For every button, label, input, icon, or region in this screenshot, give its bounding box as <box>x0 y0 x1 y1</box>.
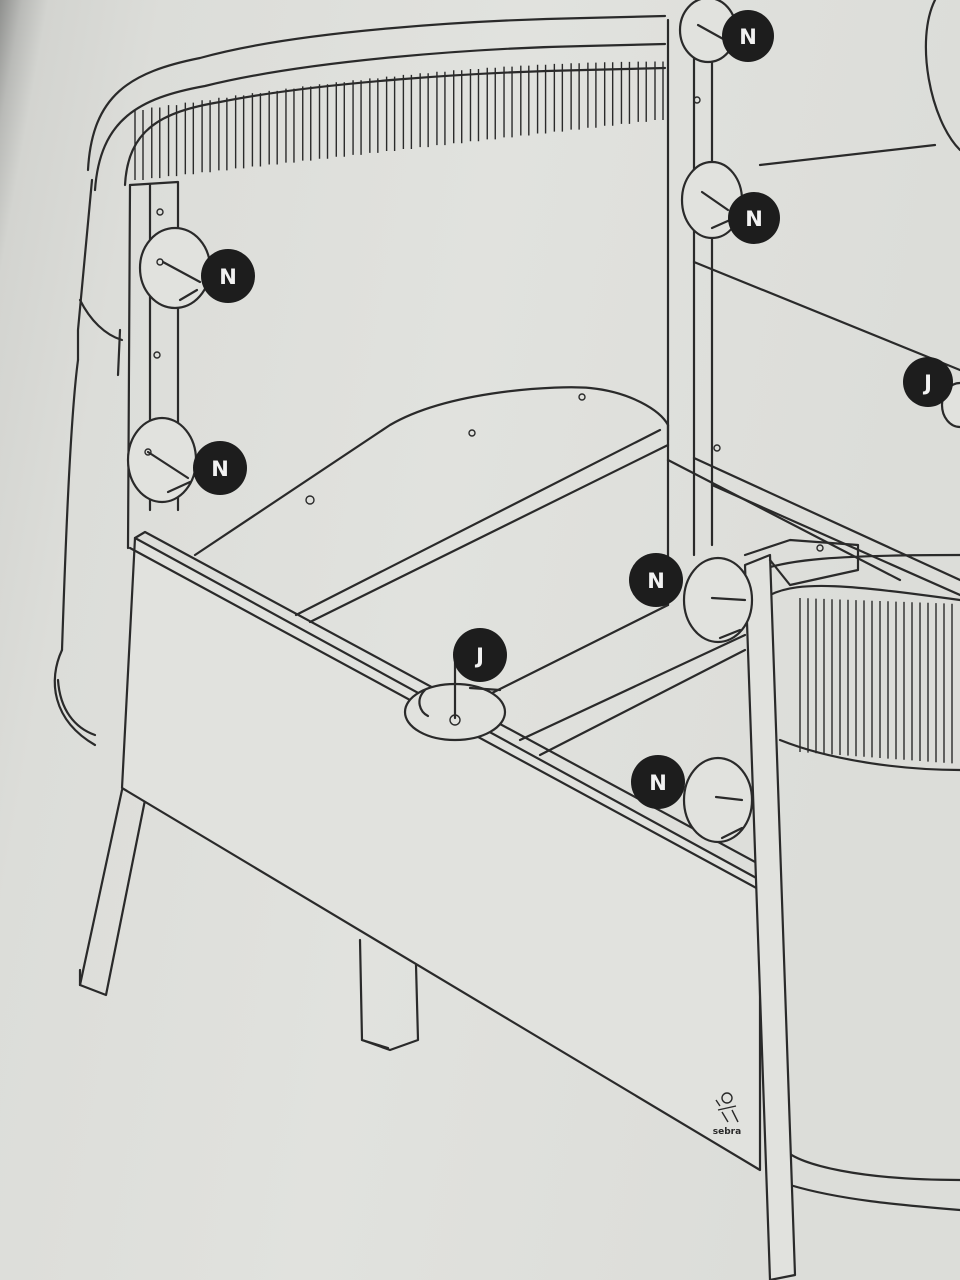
spindle <box>234 95 245 169</box>
spindle <box>486 67 496 140</box>
gnome-logo-icon <box>715 1092 739 1123</box>
bolt-detail-left-bottom <box>126 416 198 504</box>
svg-text:N: N <box>745 207 763 231</box>
svg-text:N: N <box>219 265 237 289</box>
spindle <box>218 97 228 171</box>
hardware-label-n-6: N <box>631 755 685 809</box>
spindle <box>385 76 396 151</box>
right-back-post <box>666 18 721 607</box>
svg-text:N: N <box>211 457 229 481</box>
svg-text:N: N <box>647 569 665 593</box>
hardware-label-j-2: J <box>903 357 953 407</box>
front-spindles <box>799 598 953 764</box>
spindle <box>352 80 362 155</box>
hardware-label-n-2: N <box>193 441 247 495</box>
spindle <box>134 110 144 180</box>
detail-callout <box>924 0 960 152</box>
spindle <box>570 63 580 130</box>
back-spindles <box>134 61 664 180</box>
spindle <box>151 107 161 179</box>
spindle <box>469 68 480 142</box>
brand-name: sebra <box>713 1127 741 1137</box>
svg-text:N: N <box>739 25 757 49</box>
hardware-label-n-3: N <box>722 10 774 62</box>
spindle <box>201 100 211 173</box>
front-curved-end <box>743 538 960 1280</box>
spindle <box>637 61 647 122</box>
spindle <box>167 105 178 177</box>
hardware-label-n-1: N <box>201 249 255 303</box>
brand-logo: sebra <box>713 1092 741 1137</box>
spindle <box>318 84 329 159</box>
hardware-label-n-5: N <box>629 553 683 607</box>
svg-text:J: J <box>474 644 484 668</box>
bolt-detail-left-top <box>138 226 212 310</box>
left-front-post <box>78 180 180 997</box>
spindle <box>436 71 446 146</box>
spindle <box>335 82 345 157</box>
svg-text:N: N <box>649 771 667 795</box>
spindle <box>184 102 195 175</box>
spindle <box>369 78 379 153</box>
spindle <box>453 70 463 144</box>
spindle <box>285 88 295 163</box>
spindle <box>620 61 631 124</box>
spindle <box>654 61 664 120</box>
bolt-detail-front-top <box>682 556 754 644</box>
mattress-base <box>193 386 902 757</box>
spindle <box>520 65 530 136</box>
back-curved-end <box>53 14 667 747</box>
spindle <box>251 93 262 167</box>
front-side-panel <box>120 530 772 1172</box>
spindle <box>587 62 597 128</box>
spindle <box>302 86 312 161</box>
spindle <box>503 66 513 138</box>
bolt-detail-right-top <box>678 0 738 64</box>
spindle <box>536 64 547 134</box>
spindle <box>603 62 614 126</box>
hardware-label-n-4: N <box>728 192 780 244</box>
svg-text:J: J <box>922 371 932 395</box>
spindle <box>553 63 564 132</box>
bolt-detail-center <box>403 648 507 742</box>
hardware-label-j-1: J <box>453 628 507 682</box>
spindle <box>268 90 278 165</box>
bolt-detail-front-bottom <box>682 756 754 844</box>
spindle <box>419 73 429 148</box>
spindle <box>402 74 413 150</box>
